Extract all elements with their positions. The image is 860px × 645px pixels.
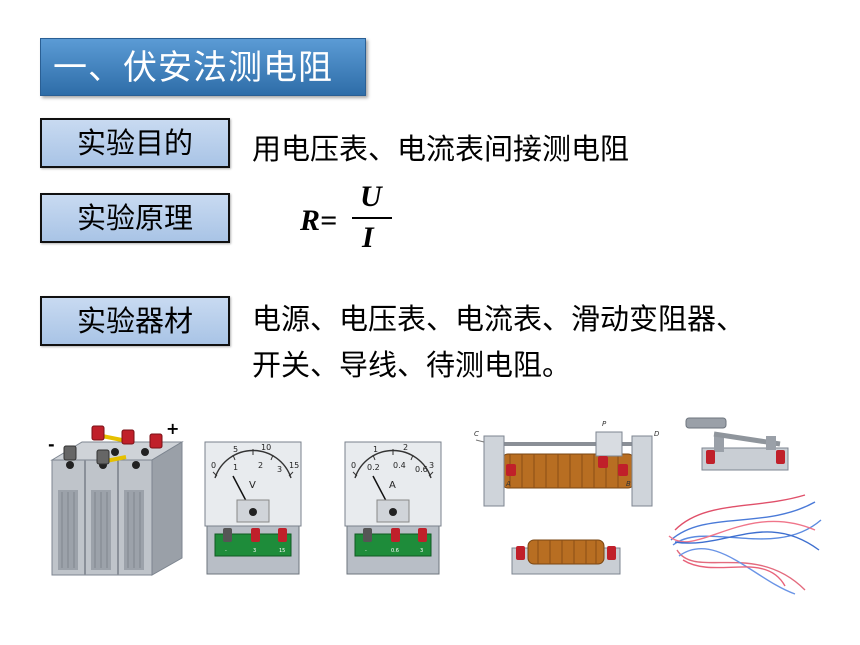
principle-label: 实验原理 bbox=[40, 193, 230, 243]
wires-image bbox=[668, 494, 822, 595]
ammeter-inner-04: 0.4 bbox=[393, 461, 406, 470]
rheostat-label-b: B bbox=[626, 480, 631, 488]
voltmeter-letter: V bbox=[249, 480, 256, 491]
ammeter-scale-2: 2 bbox=[403, 443, 408, 452]
battery-image: - + bbox=[48, 420, 184, 576]
voltmeter-inner-2: 2 bbox=[258, 461, 263, 470]
voltmeter-scale-10: 10 bbox=[261, 443, 271, 452]
formula-denominator: I bbox=[362, 221, 374, 254]
ammeter-terminal-neg: - bbox=[365, 548, 367, 554]
ammeter-terminal-06: 0.6 bbox=[391, 548, 399, 554]
materials-label: 实验器材 bbox=[40, 296, 230, 346]
resistor-image bbox=[511, 539, 621, 575]
purpose-text: 用电压表、电流表间接测电阻 bbox=[252, 132, 630, 166]
ammeter-letter: A bbox=[389, 480, 396, 491]
switch-image bbox=[685, 417, 789, 471]
formula-numerator: U bbox=[360, 180, 382, 213]
voltmeter-inner-1: 1 bbox=[233, 463, 238, 472]
rheostat-label-c: C bbox=[474, 430, 479, 438]
materials-line2: 开关、导线、待测电阻。 bbox=[252, 348, 572, 382]
ammeter-inner-06: 0.6 bbox=[415, 465, 428, 474]
ammeter-scale-3: 3 bbox=[429, 461, 434, 470]
ammeter-terminal-3: 3 bbox=[420, 548, 423, 554]
voltmeter-terminal-neg: - bbox=[225, 548, 227, 554]
purpose-label: 实验目的 bbox=[40, 118, 230, 168]
battery-minus-label: - bbox=[48, 435, 55, 454]
ammeter-scale-0: 0 bbox=[351, 461, 356, 470]
ammeter-image: 0 1 2 3 0.2 0.4 0.6 A - 0.6 3 bbox=[344, 441, 442, 575]
voltmeter-scale-5: 5 bbox=[233, 445, 238, 454]
rheostat-label-p: P bbox=[602, 420, 607, 428]
rheostat-label-a: A bbox=[505, 480, 511, 488]
battery-plus-label: + bbox=[166, 420, 179, 438]
voltmeter-terminal-15: 15 bbox=[279, 548, 285, 554]
voltmeter-inner-3: 3 bbox=[277, 465, 282, 474]
ammeter-scale-1: 1 bbox=[373, 445, 378, 454]
ammeter-inner-02: 0.2 bbox=[367, 463, 380, 472]
rheostat-label-d: D bbox=[654, 430, 660, 438]
fraction-bar bbox=[352, 217, 392, 219]
section-title: 一、伏安法测电阻 bbox=[40, 38, 366, 96]
rheostat-image: C P D A B bbox=[474, 420, 660, 507]
voltmeter-scale-0: 0 bbox=[211, 461, 216, 470]
voltmeter-terminal-3: 3 bbox=[253, 548, 256, 554]
materials-line1: 电源、电压表、电流表、滑动变阻器、 bbox=[252, 302, 746, 336]
voltmeter-image: 0 5 10 15 1 2 3 V - 3 15 bbox=[204, 441, 302, 575]
voltmeter-scale-15: 15 bbox=[289, 461, 299, 470]
formula-lhs: R= bbox=[300, 204, 338, 237]
